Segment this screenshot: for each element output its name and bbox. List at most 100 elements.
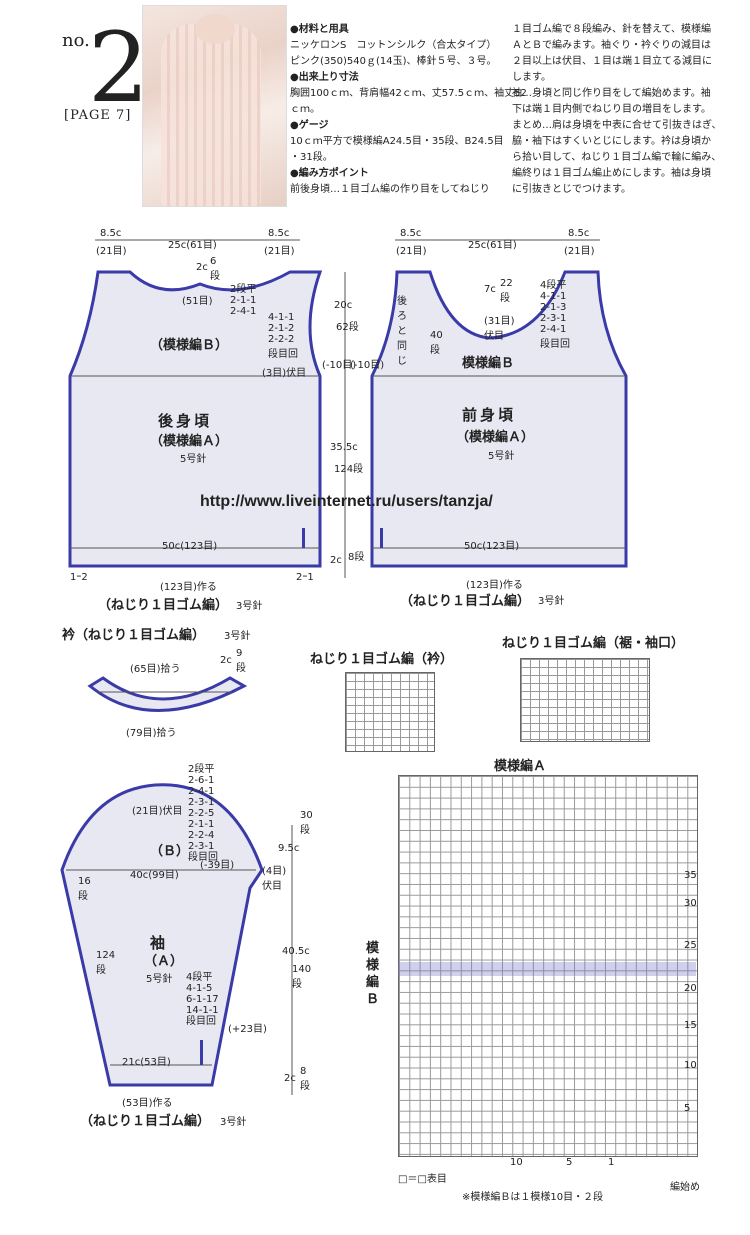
back-arrow	[302, 528, 305, 548]
row-number: 15	[684, 1020, 697, 1031]
front-needle: 5号針	[488, 451, 515, 462]
pattern-note: ※模様編Ｂは１模様10目・２段	[462, 1192, 604, 1203]
collar-needle: 3号針	[224, 631, 251, 642]
pattern-b-side-label: 模様編Ｂ	[366, 941, 380, 1007]
size-heading: ●出来上り寸法	[290, 72, 359, 83]
sleeve-cap-decrease: 2段平 2-6-1 2-4-1 2-3-1 2-2-5 2-1-1 2-2-4 …	[188, 764, 218, 863]
back-rib: （ねじり１目ゴム編）	[98, 598, 229, 613]
back-shoulder-stitches: (21目)	[96, 246, 127, 257]
sleeve-rib: （ねじり１目ゴム編）	[80, 1114, 211, 1129]
sleeve-minus39: (-39目)	[200, 860, 235, 871]
materials-heading: ●材料と用具	[290, 24, 349, 35]
sleeve-body-label: （Ａ）	[144, 954, 184, 969]
instruction-line: に引抜きとじでつけます。	[512, 184, 631, 195]
back-cast: (123目)作る	[160, 582, 217, 593]
front-same-as-back: 後ろと同じ	[397, 296, 407, 367]
back-rib-needle: 3号針	[236, 601, 263, 612]
materials-yarn: ニッケロンS コットンシルク（合太タイプ）	[290, 40, 497, 51]
pattern-number: 2	[88, 12, 150, 124]
materials-block: ●材料と用具 ニッケロンS コットンシルク（合太タイプ） ピンク(350)540…	[290, 22, 527, 198]
instruction-line: ＡとＢで編みます。袖ぐり・衿ぐりの減目は	[512, 40, 711, 51]
garment-photo	[142, 5, 287, 207]
instruction-line: 脇・袖下はすくいとじにします。衿は身頃か	[512, 136, 711, 147]
front-rows40: 40段	[430, 330, 443, 356]
back-neck-decrease: 2段平 2-1-1 2-4-1	[230, 284, 257, 317]
sleeve-bind: (4目) 伏目	[262, 866, 287, 892]
front-shoulder-width: 8.5c	[400, 228, 422, 239]
front-pattern-a: （模様編Ａ）	[456, 430, 535, 445]
gauge-line2: ・31段。	[290, 152, 333, 163]
points-heading: ●編み方ポイント	[290, 168, 369, 179]
front-arrow	[380, 528, 383, 548]
instruction-line: １目ゴム編で８段編み、針を替えて、模様編	[512, 24, 711, 35]
front-pattern-b: 模様編Ｂ	[462, 356, 515, 371]
col-num-5: 5	[566, 1157, 573, 1168]
instruction-line: 下は端１目内側でねじり目の増目をします。	[512, 104, 711, 115]
sleeve-outline	[60, 783, 264, 1087]
back-rib-rows: 8段	[348, 552, 365, 563]
sleeve-title: 袖	[150, 934, 166, 952]
row-number: 35	[684, 870, 697, 881]
gauge-heading: ●ゲージ	[290, 120, 329, 131]
back-title: 後身頃	[158, 412, 213, 430]
front-neck-decrease: 4段平 4-1-1 2-1-3 2-3-1 2-4-1 段目回	[540, 280, 570, 350]
sleeve-bottom: 21c(53目)	[122, 1057, 171, 1068]
front-shoulder-stitches: (21目)	[396, 246, 427, 257]
pattern-a-title: 模様編Ａ	[494, 759, 547, 774]
back-shoulder-width: 8.5c	[100, 228, 122, 239]
front-neck-bind: (31目) 伏目	[484, 316, 515, 342]
collar-outline	[87, 676, 248, 712]
back-body-outline	[68, 270, 323, 568]
collar-chart-title: ねじり１目ゴム編（衿）	[310, 652, 454, 667]
instruction-line: します。	[512, 72, 551, 83]
front-rib: （ねじり１目ゴム編）	[400, 594, 531, 609]
front-shoulder-stitches-r: (21目)	[564, 246, 595, 257]
materials-needles: ピンク(350)540ｇ(14玉)、棒針５号、３号。	[290, 56, 497, 67]
sweater-image	[161, 24, 261, 206]
sleeve-rib-needle: 3号針	[220, 1117, 247, 1128]
back-neck-width: 25c(61目)	[168, 240, 217, 251]
back-rib-label-r: 2ｰ1	[296, 572, 314, 583]
back-rib-height: 2c	[330, 555, 342, 566]
pattern-number-prefix: no.	[62, 30, 90, 51]
row-number: 10	[684, 1060, 697, 1071]
hem-rib-chart	[520, 658, 650, 742]
collar-rib-chart	[345, 672, 435, 752]
front-neck-width: 25c(61目)	[468, 240, 517, 251]
front-cast: (123目)作る	[466, 580, 523, 591]
source-url[interactable]: http://www.liveinternet.ru/users/tanzja/	[200, 493, 493, 510]
front-title: 前身頃	[462, 406, 517, 424]
instruction-line: ２目以上は伏目、１目は端１目立てる減目に	[512, 56, 712, 67]
sleeve-increase: 4段平 4-1-5 6-1-17 14-1-1 段目回	[186, 972, 219, 1027]
back-shoulder-width-r: 8.5c	[268, 228, 290, 239]
instruction-line: 袖…身頃と同じ作り目をして編始めます。袖	[512, 88, 711, 99]
back-shoulder-stitches-r: (21目)	[264, 246, 295, 257]
sleeve-top-bind: (21目)伏目	[132, 806, 183, 817]
sleeve-arrow	[200, 1040, 203, 1065]
front-rib-needle: 3号針	[538, 596, 565, 607]
back-needle: 5号針	[180, 454, 207, 465]
front-body-outline	[370, 270, 628, 568]
back-arm-decrease: 4-1-1 2-1-2 2-2-2 段目回	[268, 312, 298, 360]
col-num-10: 10	[510, 1157, 523, 1168]
back-height-a-rows: 124段	[334, 464, 364, 475]
row-number: 30	[684, 898, 697, 909]
instruction-line: 編終りは１目ゴム編止めにします。袖は身頃	[512, 168, 711, 179]
instruction-line: まとめ…肩は身頃を中表に合せて引抜きはぎ、	[512, 120, 722, 131]
page-reference: [PAGE 7]	[64, 108, 132, 123]
size-line1: 胸囲100ｃｍ、背肩幅42ｃｍ、丈57.5ｃｍ、袖丈52	[290, 88, 527, 99]
back-pattern-b: （模様編Ｂ）	[150, 338, 229, 353]
front-neck-rows: 7c	[484, 284, 496, 295]
sleeve-rib-rows: 8段	[300, 1066, 310, 1092]
size-line2: ｃｍ。	[290, 104, 320, 115]
col-num-1: 1	[608, 1157, 615, 1168]
pattern-b-band	[398, 962, 696, 976]
sleeve-needle: 5号針	[146, 974, 173, 985]
instruction-line: ら拾い目して、ねじり１目ゴム編で輪に編み、	[512, 152, 722, 163]
sleeve-width: 40c(99目)	[130, 870, 179, 881]
sleeve-side2: 124段	[96, 950, 116, 976]
back-rib-label-l: 1ｰ2	[70, 572, 88, 583]
pattern-legend: □＝□表目	[398, 1174, 447, 1185]
collar-rows: 9段	[236, 648, 246, 674]
